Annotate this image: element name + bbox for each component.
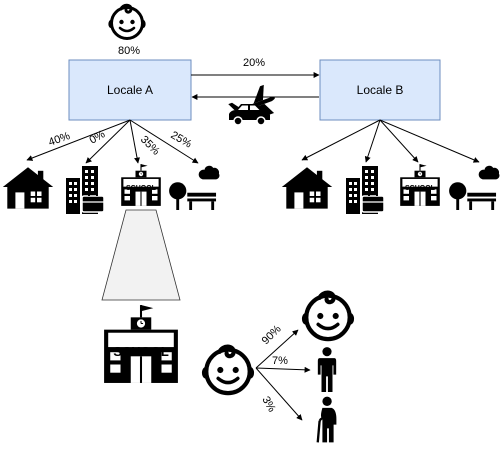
- adult-person-icon: [317, 347, 337, 392]
- school-sign-large: SCHOOL: [113, 344, 169, 359]
- branch-school-percent: 35%: [138, 134, 162, 158]
- outcome-adult-percent: 7%: [272, 355, 288, 367]
- office-building-icon: [345, 165, 385, 214]
- school-sign-small: SCHOOL: [126, 185, 157, 192]
- park-icon: [449, 165, 500, 210]
- arrow-b-park: [379, 119, 480, 163]
- branch-park-percent: 25%: [169, 129, 194, 151]
- locale-b-label: Locale B: [357, 83, 404, 97]
- house-icon: [281, 167, 333, 209]
- arrow-a-school: [129, 119, 140, 164]
- baby-face-icon: [304, 293, 353, 340]
- office-building-icon: [65, 165, 105, 214]
- locale-a-box[interactable]: Locale A: [68, 59, 192, 121]
- branch-home-percent: 40%: [47, 130, 72, 149]
- zoom-projection: [101, 209, 181, 301]
- car-icon: [229, 104, 270, 126]
- elderly-person-icon: [316, 396, 338, 444]
- top-percent: 80%: [118, 45, 140, 57]
- arrow-a-park: [129, 119, 199, 164]
- arrow-b-school: [379, 119, 419, 163]
- branch-work-percent: 0%: [88, 128, 108, 146]
- school-icon-large: SCHOOL: [102, 303, 180, 385]
- arrow-a-work: [85, 119, 131, 164]
- outcome-elderly-percent: 3%: [259, 395, 277, 415]
- school-icon-small: SCHOOL: [399, 163, 441, 207]
- locale-a-label: Locale A: [107, 83, 153, 97]
- travel-percent: 20%: [243, 57, 265, 69]
- school-sign-small: SCHOOL: [405, 185, 436, 192]
- park-icon: [169, 165, 220, 210]
- outcome-healthy-percent: 90%: [260, 323, 284, 347]
- arrow-outcome-elderly: [255, 367, 303, 421]
- locale-b-box[interactable]: Locale B: [319, 59, 441, 121]
- school-icon-small: SCHOOL: [120, 163, 162, 207]
- arrow-a-home: [26, 119, 131, 161]
- baby-face-icon: [204, 347, 253, 394]
- arrow-b-home: [301, 119, 381, 161]
- arrow-b-work: [364, 119, 381, 163]
- house-icon: [2, 167, 54, 209]
- baby-face-icon: [108, 3, 146, 40]
- arrow-outcome-adult: [255, 366, 311, 373]
- arrow-outcome-healthy: [255, 329, 299, 369]
